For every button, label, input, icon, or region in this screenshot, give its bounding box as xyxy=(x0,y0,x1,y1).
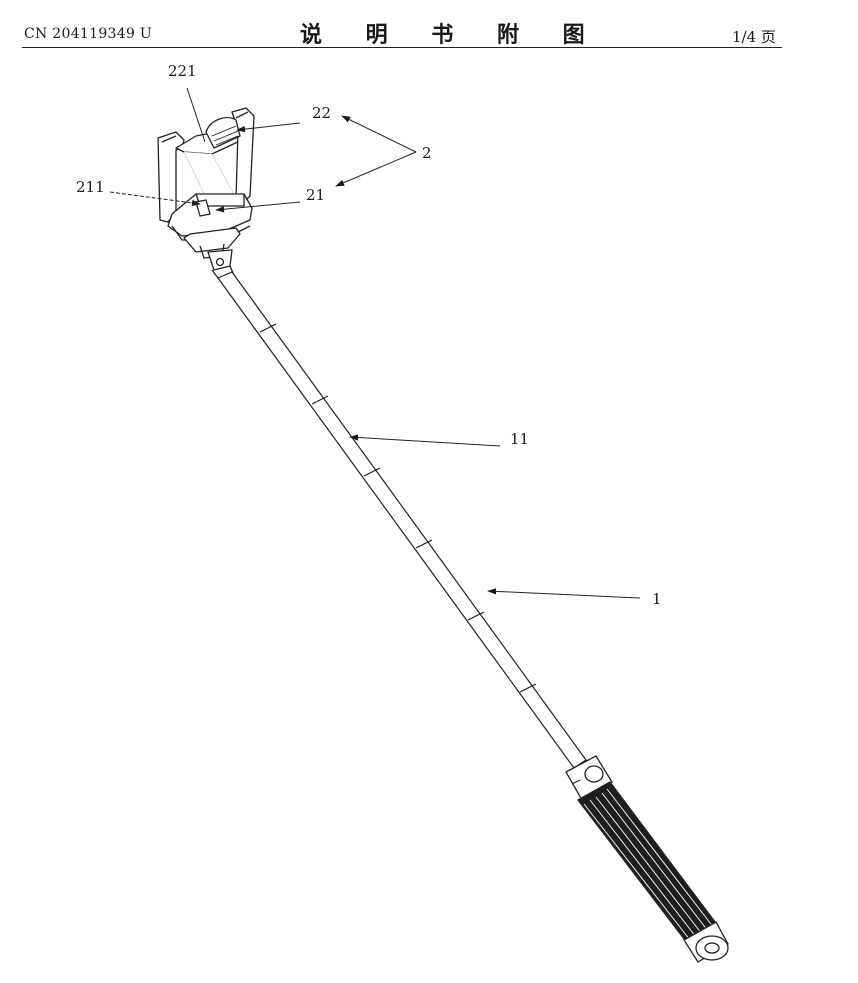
lower-clamp-platform xyxy=(167,193,253,237)
header-rule xyxy=(22,47,782,48)
leader-2-upper xyxy=(341,115,417,153)
label-2: 2 xyxy=(422,144,432,162)
leader-2-lower xyxy=(335,151,417,187)
page-title: 说 明 书 附 图 xyxy=(300,23,603,48)
telescopic-rod xyxy=(217,271,587,769)
clamp-assembly xyxy=(157,107,255,287)
page-number: 1/4 页 xyxy=(732,28,776,46)
lanyard-hole xyxy=(704,942,720,954)
label-221: 221 xyxy=(168,62,197,80)
leader-221 xyxy=(186,87,206,143)
handle xyxy=(565,755,729,963)
leader-211 xyxy=(109,191,201,207)
shutter-button xyxy=(584,765,604,783)
leader-1 xyxy=(487,588,641,599)
label-211: 211 xyxy=(76,178,105,196)
label-21: 21 xyxy=(306,186,325,204)
publication-number: CN 204119349 U xyxy=(24,26,153,42)
leader-21 xyxy=(215,201,301,213)
label-22: 22 xyxy=(312,104,331,122)
leader-lines xyxy=(109,87,641,599)
leader-22 xyxy=(236,122,301,133)
leader-11 xyxy=(349,434,501,447)
label-1: 1 xyxy=(652,590,662,608)
clamp-connector xyxy=(183,227,241,253)
label-11: 11 xyxy=(510,430,529,448)
reference-numerals: 221 22 2 211 21 11 1 xyxy=(76,62,662,608)
grip xyxy=(577,781,719,945)
